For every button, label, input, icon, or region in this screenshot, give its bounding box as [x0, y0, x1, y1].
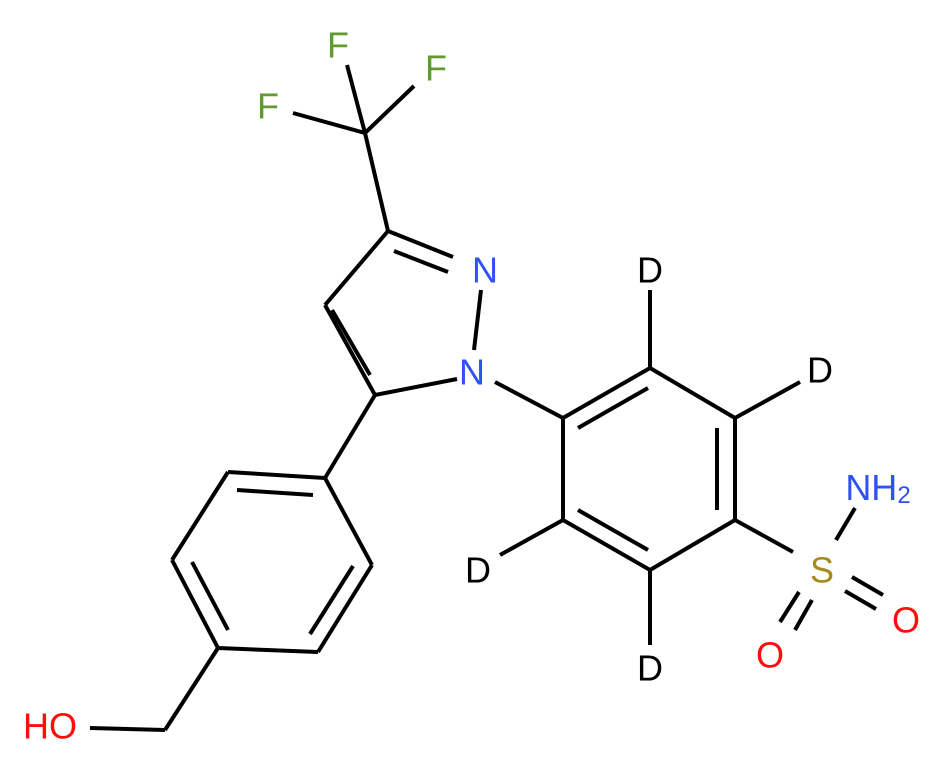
nitrogen-label: N — [459, 352, 485, 393]
bonds — [89, 64, 885, 732]
deuterium-label: D — [637, 250, 663, 291]
deuterium-label: D — [637, 648, 663, 689]
nitrogen-label: N — [472, 250, 498, 291]
fluorine-label: F — [327, 25, 349, 66]
hydroxyl-label: HO — [23, 706, 77, 747]
fluorine-label: F — [425, 48, 447, 89]
amine-subscript: 2 — [897, 482, 910, 509]
oxygen-label: O — [892, 600, 920, 641]
sulfur-label: S — [810, 550, 834, 591]
deuterium-label: D — [465, 550, 491, 591]
amine-label: NH2 — [845, 467, 910, 509]
oxygen-label: O — [756, 635, 784, 676]
fluorine-label: F — [257, 86, 279, 127]
deuterium-label: D — [807, 350, 833, 391]
amine-nh: NH — [845, 467, 897, 508]
